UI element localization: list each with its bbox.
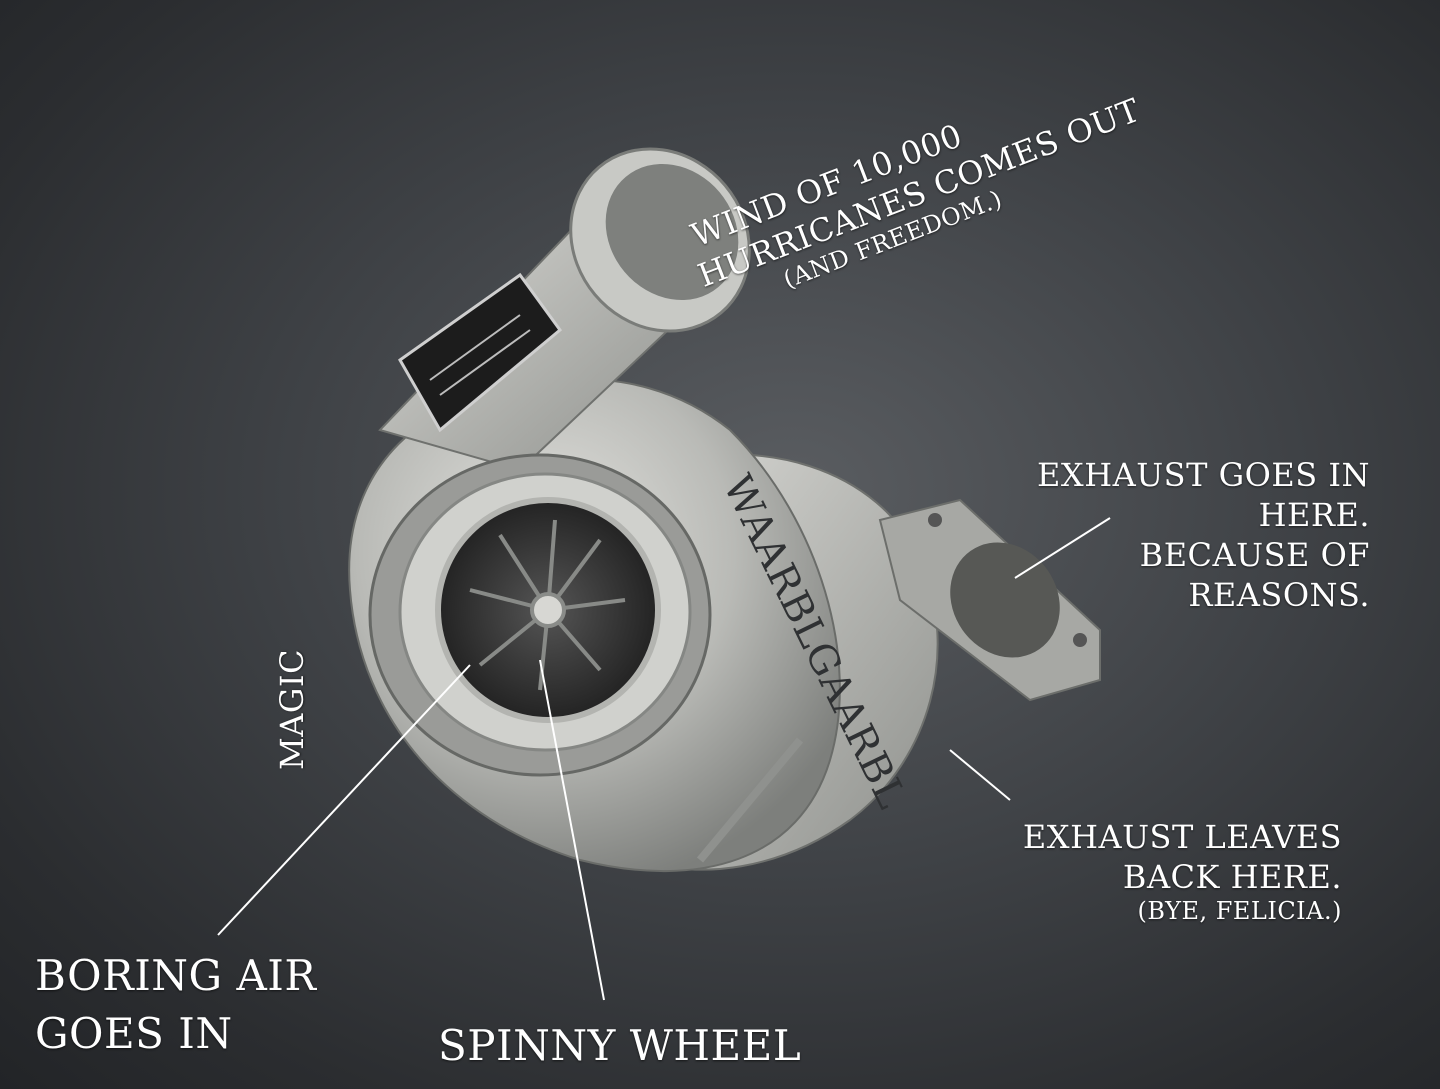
callout-lines: [217, 517, 1111, 1001]
exhaust-in-line3: BECAUSE OF: [1139, 536, 1370, 574]
boring-air-callout-line: [217, 664, 471, 936]
wastegate-rod: [696, 737, 804, 863]
boring-air-line2: GOES IN: [35, 1009, 233, 1058]
exhaust-out-callout-line: [949, 749, 1011, 801]
exhaust-out-label: EXHAUST LEAVES BACK HERE. (BYE, FELICIA.…: [990, 817, 1342, 925]
exhaust-in-line1: EXHAUST GOES IN: [1037, 456, 1370, 494]
exhaust-in-callout-line: [1014, 517, 1111, 579]
spinny-wheel-callout-line: [539, 659, 605, 1001]
exhaust-out-line3: (BYE, FELICIA.): [1137, 897, 1342, 925]
exhaust-in-line2: HERE.: [1258, 496, 1370, 534]
boring-air-line1: BORING AIR: [35, 951, 317, 1000]
exhaust-out-line2: BACK HERE.: [1122, 858, 1342, 896]
spinny-wheel-label: SPINNY WHEEL: [438, 1021, 802, 1070]
name-plate: [398, 272, 563, 433]
exhaust-in-line4: REASONS.: [1188, 576, 1370, 614]
compressor-wheel: [469, 519, 626, 691]
boring-air-label: BORING AIR GOES IN: [35, 950, 317, 1060]
exhaust-inlet-flange: [878, 498, 1101, 702]
exhaust-out-line1: EXHAUST LEAVES: [1022, 818, 1342, 856]
magic-label: MAGIC: [273, 648, 311, 770]
exhaust-in-label: EXHAUST GOES IN HERE. BECAUSE OF REASONS…: [1020, 455, 1370, 615]
